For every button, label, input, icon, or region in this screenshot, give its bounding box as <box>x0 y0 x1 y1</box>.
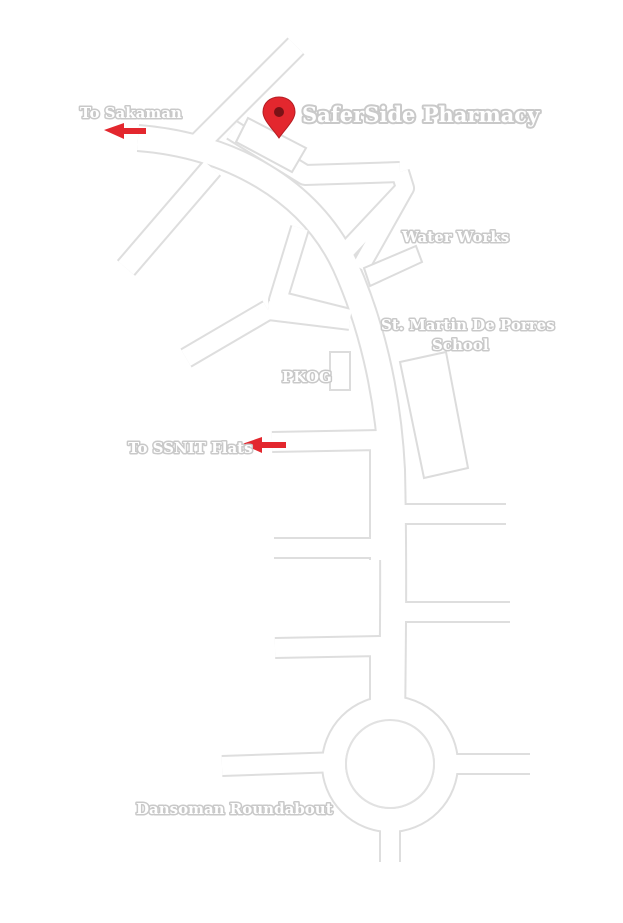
school-building <box>398 350 470 480</box>
location-pin-icon[interactable] <box>262 96 296 139</box>
direction-label-ssnit-flats: To SSNIT Flats <box>128 439 253 457</box>
direction-label-sakaman: To Sakaman <box>80 104 182 122</box>
buildings <box>234 116 470 480</box>
roundabout-island <box>345 719 435 809</box>
arrow-left-icon <box>104 123 146 139</box>
pharmacy-building <box>234 116 308 174</box>
landmark-label-st-martin: St. Martin De Porres <box>381 316 555 334</box>
water-works-building <box>362 244 424 288</box>
pkog-building <box>329 351 351 391</box>
landmark-label-water-works: Water Works <box>401 228 509 246</box>
destination-label: SaferSide Pharmacy <box>302 102 540 127</box>
landmark-label-school: School <box>432 336 489 354</box>
arrow-left-icon <box>242 437 286 453</box>
road-network <box>118 38 530 862</box>
landmark-label-dansoman-roundabout: Dansoman Roundabout <box>136 800 333 818</box>
landmark-label-pkog: PKOG <box>282 368 332 386</box>
